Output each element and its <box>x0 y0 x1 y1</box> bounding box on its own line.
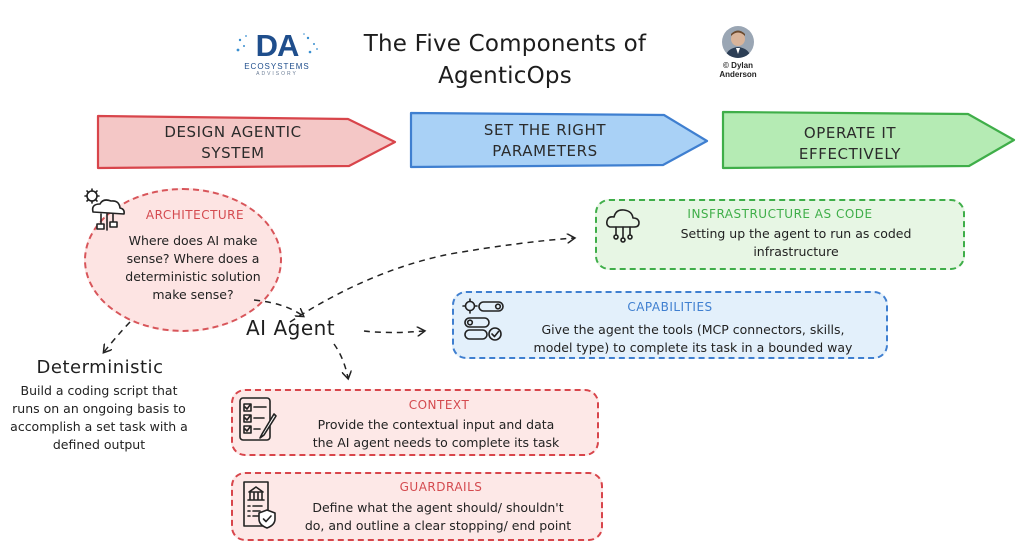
stage-arrow-design <box>96 114 397 170</box>
infrastructure-body-line-1: Setting up the agent to run as coded <box>680 226 912 241</box>
author-badge: © Dylan Anderson <box>706 26 770 79</box>
cloud-network-icon <box>84 188 125 231</box>
author-name-line-1: © Dylan <box>723 61 753 70</box>
page-title: The Five Components of AgenticOps <box>330 28 680 92</box>
stage-arrow-operate <box>721 110 1016 170</box>
stage-parameters-line-2: PARAMETERS <box>492 142 598 160</box>
guardrails-body: Define what the agent should/ shouldn't … <box>281 499 595 535</box>
author-name-line-2: Anderson <box>719 70 757 79</box>
guardrails-card: GUARDRAILS Define what the agent should/… <box>231 472 603 541</box>
avatar <box>722 26 754 58</box>
policy-document-icon <box>243 481 276 529</box>
ai-agent-label: AI Agent <box>246 316 336 340</box>
settings-toggle-icon <box>462 298 504 341</box>
capabilities-body-line-1: Give the agent the tools (MCP connectors… <box>541 322 845 337</box>
arrow-agent-to-infrastructure <box>289 238 574 323</box>
guardrails-body-line-2: do, and outline a clear stopping/ end po… <box>304 518 572 533</box>
context-body: Provide the contextual input and data th… <box>281 416 591 452</box>
infrastructure-card: INSFRASTRUCTURE AS CODE Setting up the a… <box>595 199 965 270</box>
arrow-agent-to-context <box>333 343 348 378</box>
stage-operate-line-2: EFFECTIVELY <box>798 145 902 163</box>
stage-design-line-2: SYSTEM <box>201 144 265 162</box>
cloud-icon <box>606 209 640 243</box>
stage-label-operate: OPERATE IT EFFECTIVELY <box>750 123 950 165</box>
capabilities-card: CAPABILITIES Give the agent the tools (M… <box>452 291 888 359</box>
infrastructure-body-line-2: infrastructure <box>753 244 839 259</box>
logo-subtitle-2: ADVISORY <box>256 71 298 77</box>
title-line-1: The Five Components of <box>363 31 647 57</box>
checklist-icon <box>239 397 277 441</box>
logo-dots-decoration <box>236 33 318 54</box>
guardrails-body-line-1: Define what the agent should/ shouldn't <box>312 500 564 515</box>
guardrails-title: GUARDRAILS <box>399 480 483 494</box>
logo-subtitle: ECOSYSTEMS <box>244 62 310 71</box>
stage-parameters-line-1: SET THE RIGHT <box>483 121 607 139</box>
deterministic-title: Deterministic <box>36 357 164 378</box>
title-line-2: AgenticOps <box>438 63 572 89</box>
architecture-body: Where does AI make sense? Where does a d… <box>125 233 261 302</box>
infrastructure-body: Setting up the agent to run as coded inf… <box>635 225 957 261</box>
logo: DA ECOSYSTEMS ADVISORY <box>232 30 322 84</box>
deterministic-body: Build a coding script that runs on an on… <box>10 383 188 452</box>
context-card: CONTEXT Provide the contextual input and… <box>231 389 599 456</box>
stage-operate-line-1: OPERATE IT <box>803 124 897 142</box>
arrow-architecture-to-agent <box>253 299 303 316</box>
stage-label-parameters: SET THE RIGHT PARAMETERS <box>440 120 650 162</box>
capabilities-body-line-2: model type) to complete its task in a bo… <box>533 340 853 355</box>
capabilities-title: CAPABILITIES <box>627 300 713 314</box>
capabilities-body: Give the agent the tools (MCP connectors… <box>506 321 880 357</box>
architecture-title: ARCHITECTURE <box>145 208 245 222</box>
logo-mark: DA <box>255 28 300 63</box>
infrastructure-title: INSFRASTRUCTURE AS CODE <box>687 207 873 221</box>
stage-arrow-parameters <box>409 111 709 169</box>
context-body-line-2: the AI agent needs to complete its task <box>312 435 560 450</box>
arrow-architecture-to-deterministic <box>104 321 131 352</box>
context-title: CONTEXT <box>408 398 470 412</box>
stage-design-line-1: DESIGN AGENTIC <box>164 123 302 141</box>
arrow-agent-to-capabilities <box>363 331 424 333</box>
context-body-line-1: Provide the contextual input and data <box>317 417 555 432</box>
stage-label-design: DESIGN AGENTIC SYSTEM <box>128 122 338 164</box>
